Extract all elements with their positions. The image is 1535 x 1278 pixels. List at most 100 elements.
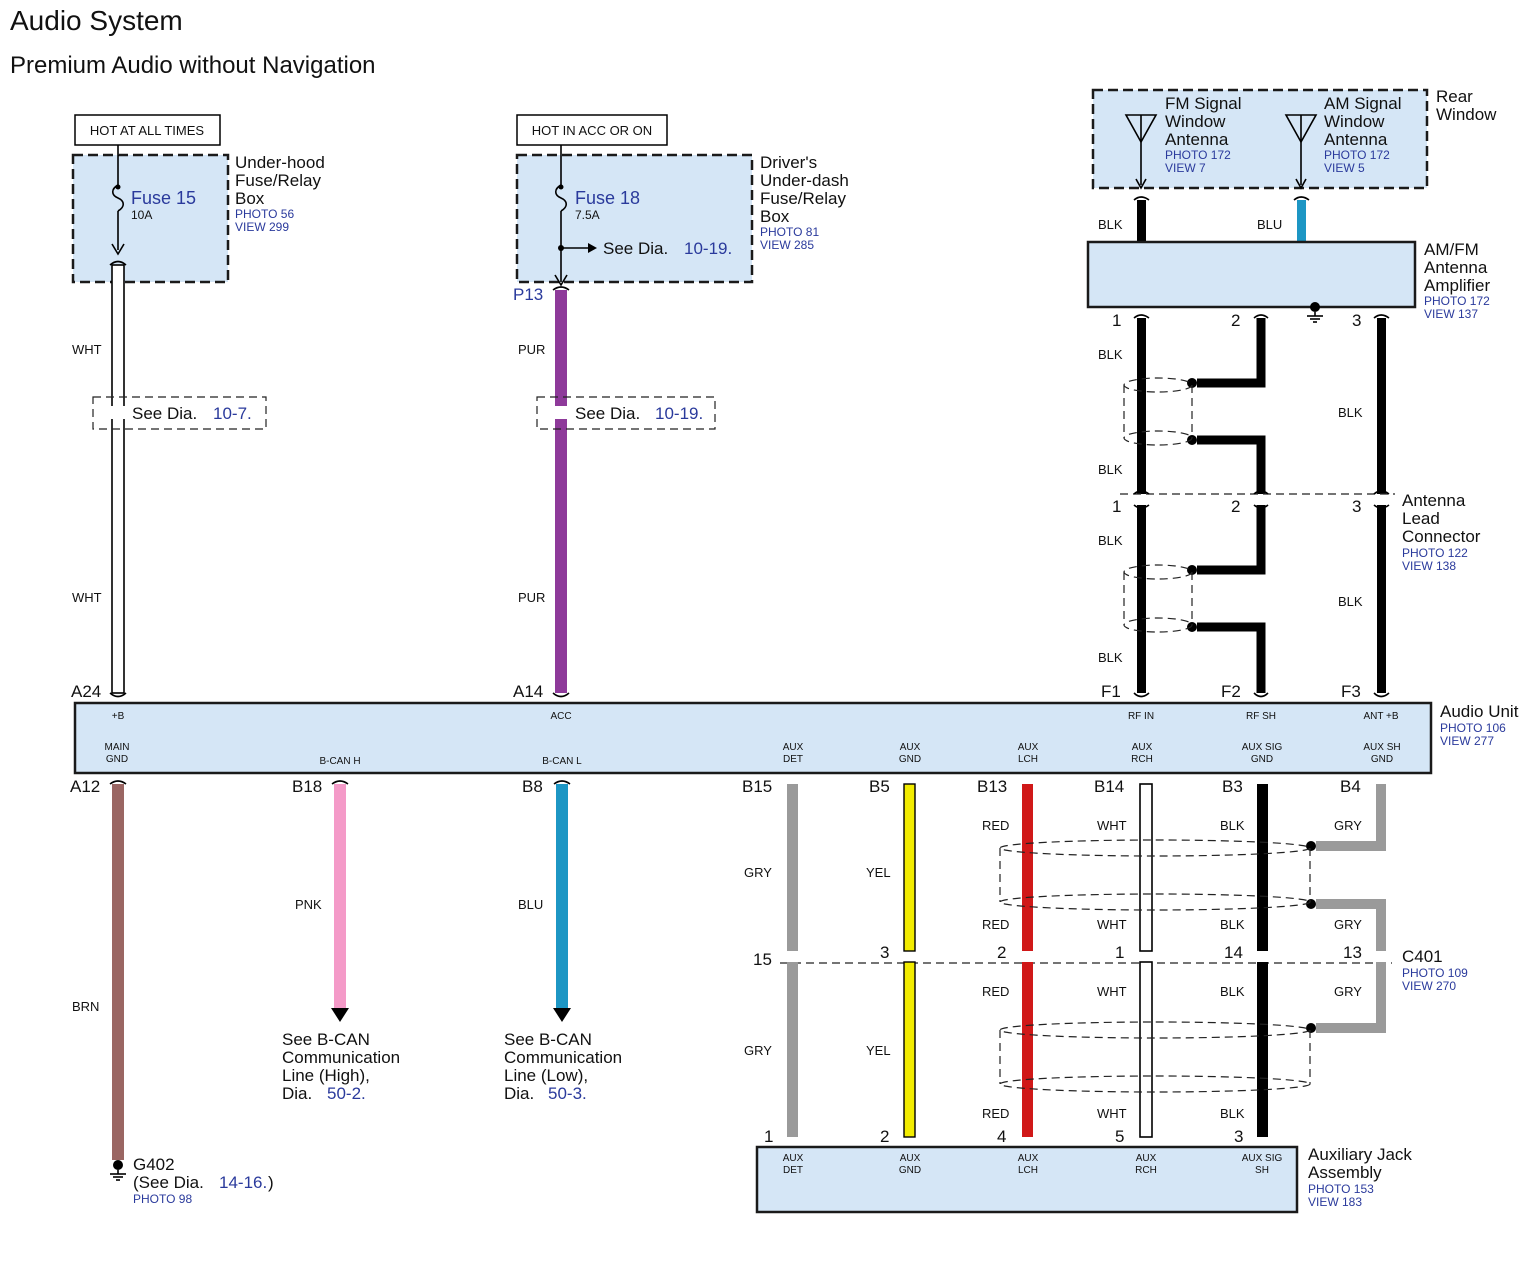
wire-label-gry-3: GRY: [1334, 917, 1362, 932]
amp-pin-2: 2: [1231, 311, 1240, 330]
c401-pin-3: 3: [880, 943, 889, 962]
underdash-name-1: Driver's: [760, 153, 817, 172]
pin-b15: B15: [742, 777, 772, 796]
amplifier-name-2: Antenna: [1424, 258, 1488, 277]
aux-jack-name-2: Assembly: [1308, 1163, 1382, 1182]
fuse-15-symbol: [111, 155, 125, 256]
pin-b3: B3: [1222, 777, 1243, 796]
wire-label-blk-3: BLK: [1098, 462, 1123, 477]
pin-f2: F2: [1221, 682, 1241, 701]
pin-f3-label: ANT +B: [1363, 711, 1398, 722]
pin-b13-label-2: LCH: [1018, 754, 1038, 765]
wire-label-blk-9: BLK: [1220, 984, 1245, 999]
antenna-connector-name-2: Lead: [1402, 509, 1440, 528]
hot-acc-label: HOT IN ACC OR ON: [532, 123, 652, 138]
pin-f3: F3: [1341, 682, 1361, 701]
c401-pin-2: 2: [997, 943, 1006, 962]
ground-close: ): [268, 1173, 274, 1192]
wire-label-wht-4: WHT: [1097, 917, 1127, 932]
bcan-low-line-2: Communication: [504, 1048, 622, 1067]
antenna-connector-name-1: Antenna: [1402, 491, 1466, 510]
pin-b4: B4: [1340, 777, 1361, 796]
audio-unit-name: Audio Unit: [1440, 702, 1519, 721]
wire-label-wht-1: WHT: [72, 342, 102, 357]
underhood-fuse-box: [71, 153, 230, 284]
wire-am-blu: [1297, 200, 1306, 242]
wire-label-yel-1: YEL: [866, 865, 891, 880]
wire-label-pur-1: PUR: [518, 342, 545, 357]
wire-label-gry-4: GRY: [744, 1043, 772, 1058]
see-dia-10-7-box: [92, 396, 267, 430]
pin-b5-label-2: GND: [899, 754, 921, 765]
wire-brn-a12: [109, 780, 127, 1160]
wire-label-pnk: PNK: [295, 897, 322, 912]
wire-pnk-b18: [331, 780, 349, 1022]
pin-b8-label: B-CAN L: [542, 756, 582, 767]
amplifier-photo: PHOTO 172: [1424, 294, 1490, 308]
hot-all-times-box: [74, 114, 221, 146]
ground-g402-icon: [110, 1160, 126, 1181]
fuse-15-label: Fuse 15: [131, 188, 196, 208]
fm-photo: PHOTO 172: [1165, 148, 1231, 162]
hot-acc-box: [516, 114, 668, 146]
jack-pin-2-label-2: GND: [899, 1165, 921, 1176]
jack-pin-3: 3: [1234, 1127, 1243, 1146]
pin-a14-label: ACC: [550, 711, 571, 722]
pin-b13-label-1: AUX: [1018, 742, 1039, 753]
amplifier-ground-icon: [1307, 302, 1323, 323]
jack-pin-1-label-2: DET: [783, 1165, 803, 1176]
c401-photo: PHOTO 109: [1402, 966, 1468, 980]
pin-b8: B8: [522, 777, 543, 796]
bcan-low-line-4: Dia.: [504, 1084, 534, 1103]
c401-name: C401: [1402, 947, 1443, 966]
arrow-down-icon: [331, 1008, 349, 1022]
ground-photo: PHOTO 98: [133, 1192, 192, 1206]
jack-pin-4-label-1: AUX: [1018, 1153, 1039, 1164]
bcan-high-line-2: Communication: [282, 1048, 400, 1067]
underdash-see-ref: 10-19.: [684, 239, 732, 258]
antenna-connector-photo: PHOTO 122: [1402, 546, 1468, 560]
c401-pin-15: 15: [753, 950, 772, 969]
aux-wires-upper: [787, 783, 1386, 952]
pin-b15-label-1: AUX: [783, 742, 804, 753]
wire-label-pur-2: PUR: [518, 590, 545, 605]
amplifier-view: VIEW 137: [1424, 307, 1478, 321]
underdash-fuse-box: [515, 153, 754, 284]
pin-b3-label-2: GND: [1251, 754, 1273, 765]
antenna-wires-upper: [1123, 314, 1390, 494]
wire-fm-blk: [1137, 200, 1146, 242]
am-name-1: AM Signal: [1324, 94, 1401, 113]
pin-f2-label: RF SH: [1246, 711, 1276, 722]
bcan-low-ref: 50-3.: [548, 1084, 587, 1103]
jack-pin-3-label-1: AUX SIG: [1242, 1153, 1283, 1164]
bcan-low-line-3: Line (Low),: [504, 1066, 588, 1085]
ground-see: (See Dia.: [133, 1173, 204, 1192]
conn-pin-1: 1: [1112, 497, 1121, 516]
wire-label-brn: BRN: [72, 999, 99, 1014]
wire-label-blu-am: BLU: [1257, 217, 1282, 232]
fm-antenna-icon: [1124, 114, 1158, 190]
jack-pin-5-label-2: RCH: [1135, 1165, 1157, 1176]
c401-pin-14: 14: [1224, 943, 1243, 962]
wire-label-blk-8: BLK: [1220, 917, 1245, 932]
underdash-name-3: Fuse/Relay: [760, 189, 846, 208]
pin-a14: A14: [513, 682, 543, 701]
bcan-high-ref: 50-2.: [327, 1084, 366, 1103]
pin-a12: A12: [70, 777, 100, 796]
rear-window-name-2: Window: [1436, 105, 1497, 124]
wire-wht-a24: [109, 260, 127, 698]
diagram-title: Audio System: [10, 5, 183, 36]
wire-label-blk-7: BLK: [1220, 818, 1245, 833]
fm-name-2: Window: [1165, 112, 1226, 131]
jack-pin-1-label-1: AUX: [783, 1153, 804, 1164]
antenna-wires-lower: [1123, 505, 1390, 698]
jack-pin-3-label-2: SH: [1255, 1165, 1269, 1176]
antenna-connector-view: VIEW 138: [1402, 559, 1456, 573]
wire-label-blk-5: BLK: [1338, 594, 1363, 609]
wire-label-wht-6: WHT: [1097, 1106, 1127, 1121]
pin-p13: P13: [513, 285, 543, 304]
wire-label-red-2: RED: [982, 917, 1009, 932]
arrow-down-icon: [553, 1008, 571, 1022]
amplifier-name-3: Amplifier: [1424, 276, 1490, 295]
underhood-name-3: Box: [235, 189, 265, 208]
